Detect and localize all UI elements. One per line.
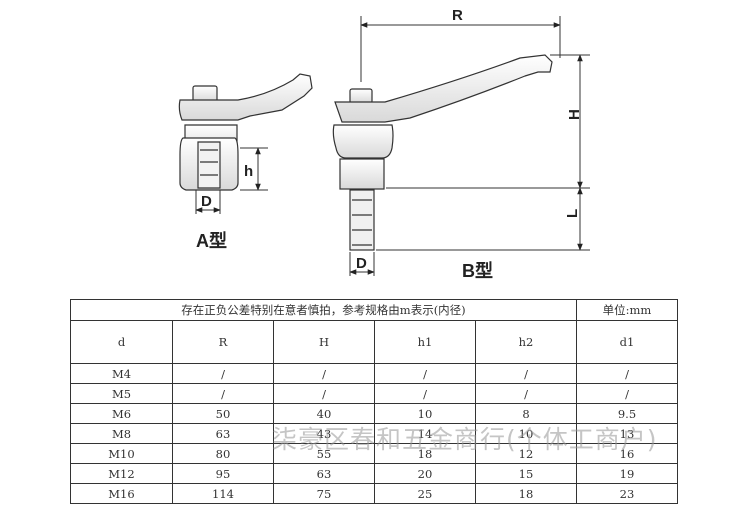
table-row: M6 50 40 10 8 9.5 [70, 403, 678, 424]
table-cell: 9.5 [576, 403, 678, 424]
table-cell: 19 [576, 463, 678, 484]
table-cell: / [374, 383, 476, 404]
table-title: 存在正负公差特别在意者慎拍，参考规格由m表示(内径) [70, 299, 577, 321]
table-row: M5 / / / / / [70, 383, 678, 404]
table-cell: 43 [273, 423, 375, 444]
table-cell: 16 [576, 443, 678, 464]
spec-table: 存在正负公差特别在意者慎拍，参考规格由m表示(内径) 单位:mm d R H h… [70, 299, 678, 504]
col-header: h1 [374, 320, 476, 364]
table-cell: 40 [273, 403, 375, 424]
col-header: H [273, 320, 375, 364]
table-cell: 63 [172, 423, 274, 444]
dim-d-a: D [201, 193, 212, 210]
table-cell: M5 [70, 383, 173, 404]
table-cell: 10 [374, 403, 476, 424]
col-header: R [172, 320, 274, 364]
table-cell: M16 [70, 483, 173, 504]
table-unit: 单位:mm [576, 299, 678, 321]
table-cell: / [475, 363, 577, 384]
dim-r: R [452, 7, 463, 24]
table-cell: 114 [172, 483, 274, 504]
table-cell: M10 [70, 443, 173, 464]
table-cell: 55 [273, 443, 375, 464]
table-cell: 10 [475, 423, 577, 444]
table-row: M8 63 43 14 10 13 [70, 423, 678, 444]
table-row: M4 / / / / / [70, 363, 678, 384]
technical-drawing: D h A型 R H L D B型 [178, 7, 590, 281]
table-cell: 8 [475, 403, 577, 424]
table-cell: 12 [475, 443, 577, 464]
table-cell: 20 [374, 463, 476, 484]
table-cell: 25 [374, 483, 476, 504]
table-cell: M4 [70, 363, 173, 384]
table-cell: 63 [273, 463, 375, 484]
table-cell: / [273, 383, 375, 404]
table-cell: 75 [273, 483, 375, 504]
col-header: h2 [475, 320, 577, 364]
type-a-label: A型 [196, 230, 227, 251]
dim-h-small: h [244, 163, 253, 180]
dim-l: L [564, 209, 581, 218]
table-cell: / [576, 383, 678, 404]
table-cell: 18 [475, 483, 577, 504]
table-cell: 13 [576, 423, 678, 444]
type-a-dimensions [195, 147, 268, 214]
dim-d-b: D [356, 255, 367, 272]
table-cell: / [172, 383, 274, 404]
table-cell: 95 [172, 463, 274, 484]
table-cell: 18 [374, 443, 476, 464]
table-cell: M12 [70, 463, 173, 484]
table-row: M16 114 75 25 18 23 [70, 483, 678, 504]
table-cell: M6 [70, 403, 173, 424]
table-cell: 14 [374, 423, 476, 444]
type-b-label: B型 [462, 260, 493, 281]
type-a-handle [178, 73, 313, 191]
table-header-row: d R H h1 h2 d1 [70, 320, 678, 364]
table-cell: / [475, 383, 577, 404]
table-cell: 80 [172, 443, 274, 464]
col-header: d [70, 320, 173, 364]
table-cell: M8 [70, 423, 173, 444]
dim-h: H [566, 109, 583, 120]
type-b-dimensions [349, 16, 590, 276]
table-cell: / [172, 363, 274, 384]
table-title-row: 存在正负公差特别在意者慎拍，参考规格由m表示(内径) 单位:mm [70, 299, 678, 321]
table-cell: / [576, 363, 678, 384]
table-row: M10 80 55 18 12 16 [70, 443, 678, 464]
col-header: d1 [576, 320, 678, 364]
type-b-handle [332, 54, 553, 251]
table-cell: 50 [172, 403, 274, 424]
table-cell: / [374, 363, 476, 384]
table-cell: 23 [576, 483, 678, 504]
table-cell: / [273, 363, 375, 384]
table-cell: 15 [475, 463, 577, 484]
table-row: M12 95 63 20 15 19 [70, 463, 678, 484]
